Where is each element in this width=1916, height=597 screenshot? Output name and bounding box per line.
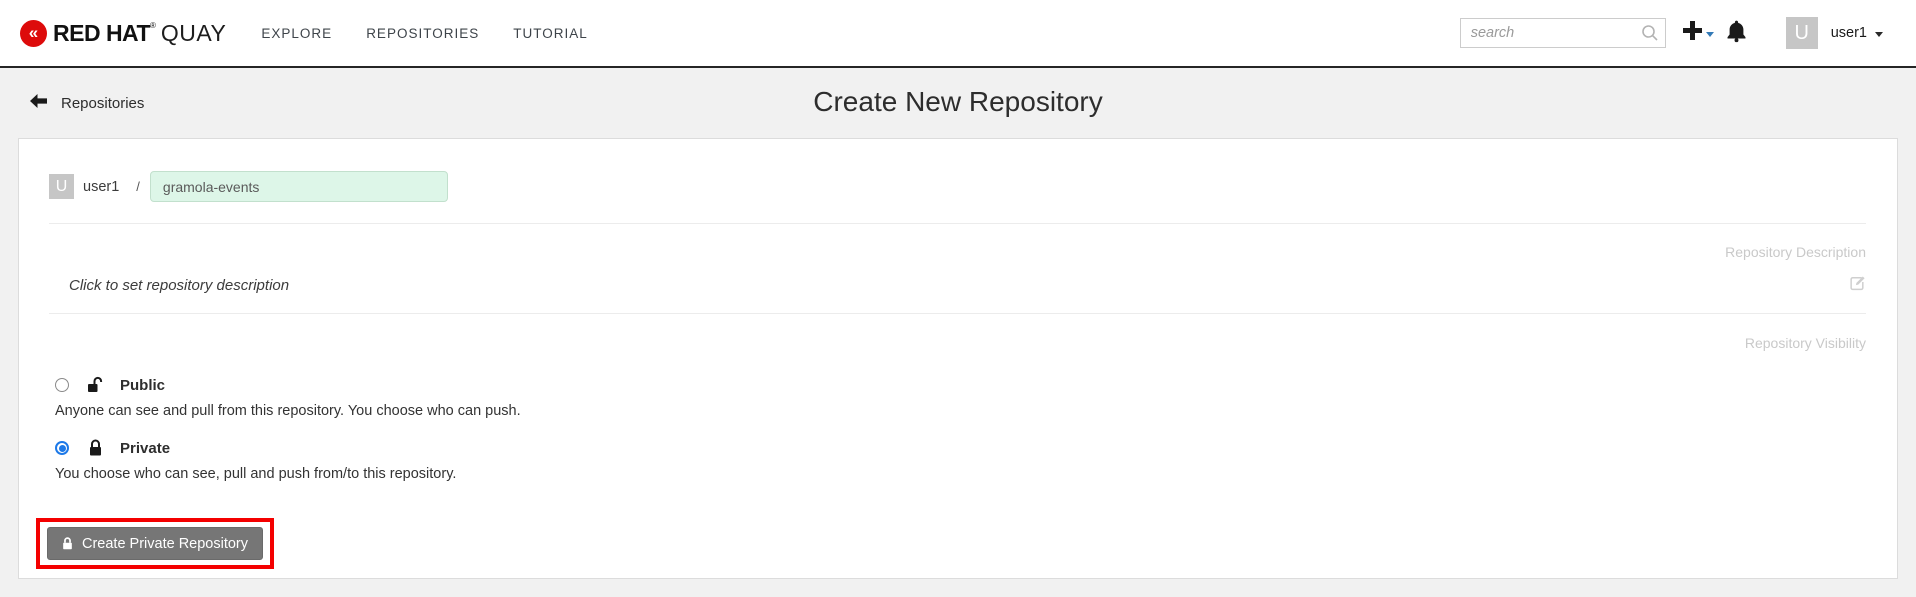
user-avatar: U (1785, 17, 1818, 49)
registered-mark: ® (150, 20, 156, 30)
private-option-description: You choose who can see, pull and push fr… (55, 466, 457, 482)
main-nav: EXPLORE REPOSITORIES TUTORIAL (259, 20, 589, 47)
create-repository-panel: U user1 / Repository Description Click t… (18, 138, 1898, 579)
private-radio[interactable] (55, 441, 69, 455)
quay-brand[interactable]: « RED HAT ® QUAY (20, 19, 227, 47)
namespace-separator: / (136, 179, 140, 194)
divider (49, 313, 1866, 314)
create-button-label: Create Private Repository (82, 535, 249, 552)
title-band: Repositories Create New Repository (0, 68, 1916, 138)
button-lock-icon (62, 537, 73, 550)
quay-logo-icon: « (20, 19, 47, 47)
visibility-option-private: Private (49, 439, 1866, 457)
back-to-repositories-link[interactable]: Repositories (30, 94, 144, 113)
description-row: Click to set repository description (49, 274, 1866, 296)
nav-item-repositories[interactable]: REPOSITORIES (366, 25, 480, 41)
unlock-icon (84, 376, 106, 394)
bell-icon (1725, 19, 1748, 48)
visibility-option-public: Public (49, 376, 1866, 394)
namespace-avatar: U (49, 174, 74, 199)
user-caret-down-icon (1875, 31, 1883, 37)
repository-visibility-label: Repository Visibility (1744, 335, 1866, 351)
top-navbar: « RED HAT ® QUAY EXPLORE REPOSITORIES TU… (0, 0, 1916, 68)
description-placeholder[interactable]: Click to set repository description (69, 276, 290, 294)
private-option-label[interactable]: Private (120, 439, 171, 457)
user-menu[interactable]: U user1 (1785, 17, 1883, 49)
breadcrumb: Repositories (61, 95, 145, 112)
back-arrow-icon (30, 94, 47, 113)
search-icon (1641, 24, 1659, 47)
plus-icon (1682, 20, 1703, 46)
annotation-highlight-box: Create Private Repository (36, 518, 275, 569)
nav-item-explore[interactable]: EXPLORE (261, 25, 333, 41)
brand-quay-text: QUAY (160, 19, 227, 46)
search-input[interactable] (1459, 18, 1666, 48)
nav-item-tutorial[interactable]: TUTORIAL (513, 25, 588, 41)
search-box (1459, 18, 1666, 48)
public-option-label[interactable]: Public (120, 376, 166, 394)
namespace-username: user1 (83, 178, 120, 195)
user-name-label: user1 (1830, 25, 1867, 41)
namespace-row: U user1 / (49, 171, 1866, 202)
create-new-dropdown[interactable] (1682, 20, 1714, 46)
brand-redhat-text: RED HAT (53, 19, 151, 46)
public-radio[interactable] (55, 378, 69, 392)
create-private-repository-button[interactable]: Create Private Repository (47, 527, 264, 560)
public-option-description: Anyone can see and pull from this reposi… (55, 403, 521, 419)
chevron-down-icon (1705, 32, 1714, 37)
repository-name-input[interactable] (149, 171, 448, 202)
navbar-right-cluster: U user1 (1459, 17, 1883, 49)
divider (49, 223, 1866, 224)
repository-description-label: Repository Description (1725, 244, 1866, 260)
page-title: Create New Repository (813, 86, 1103, 117)
edit-description-icon[interactable] (1849, 274, 1866, 296)
notifications-button[interactable] (1725, 19, 1748, 48)
lock-icon (84, 439, 106, 457)
